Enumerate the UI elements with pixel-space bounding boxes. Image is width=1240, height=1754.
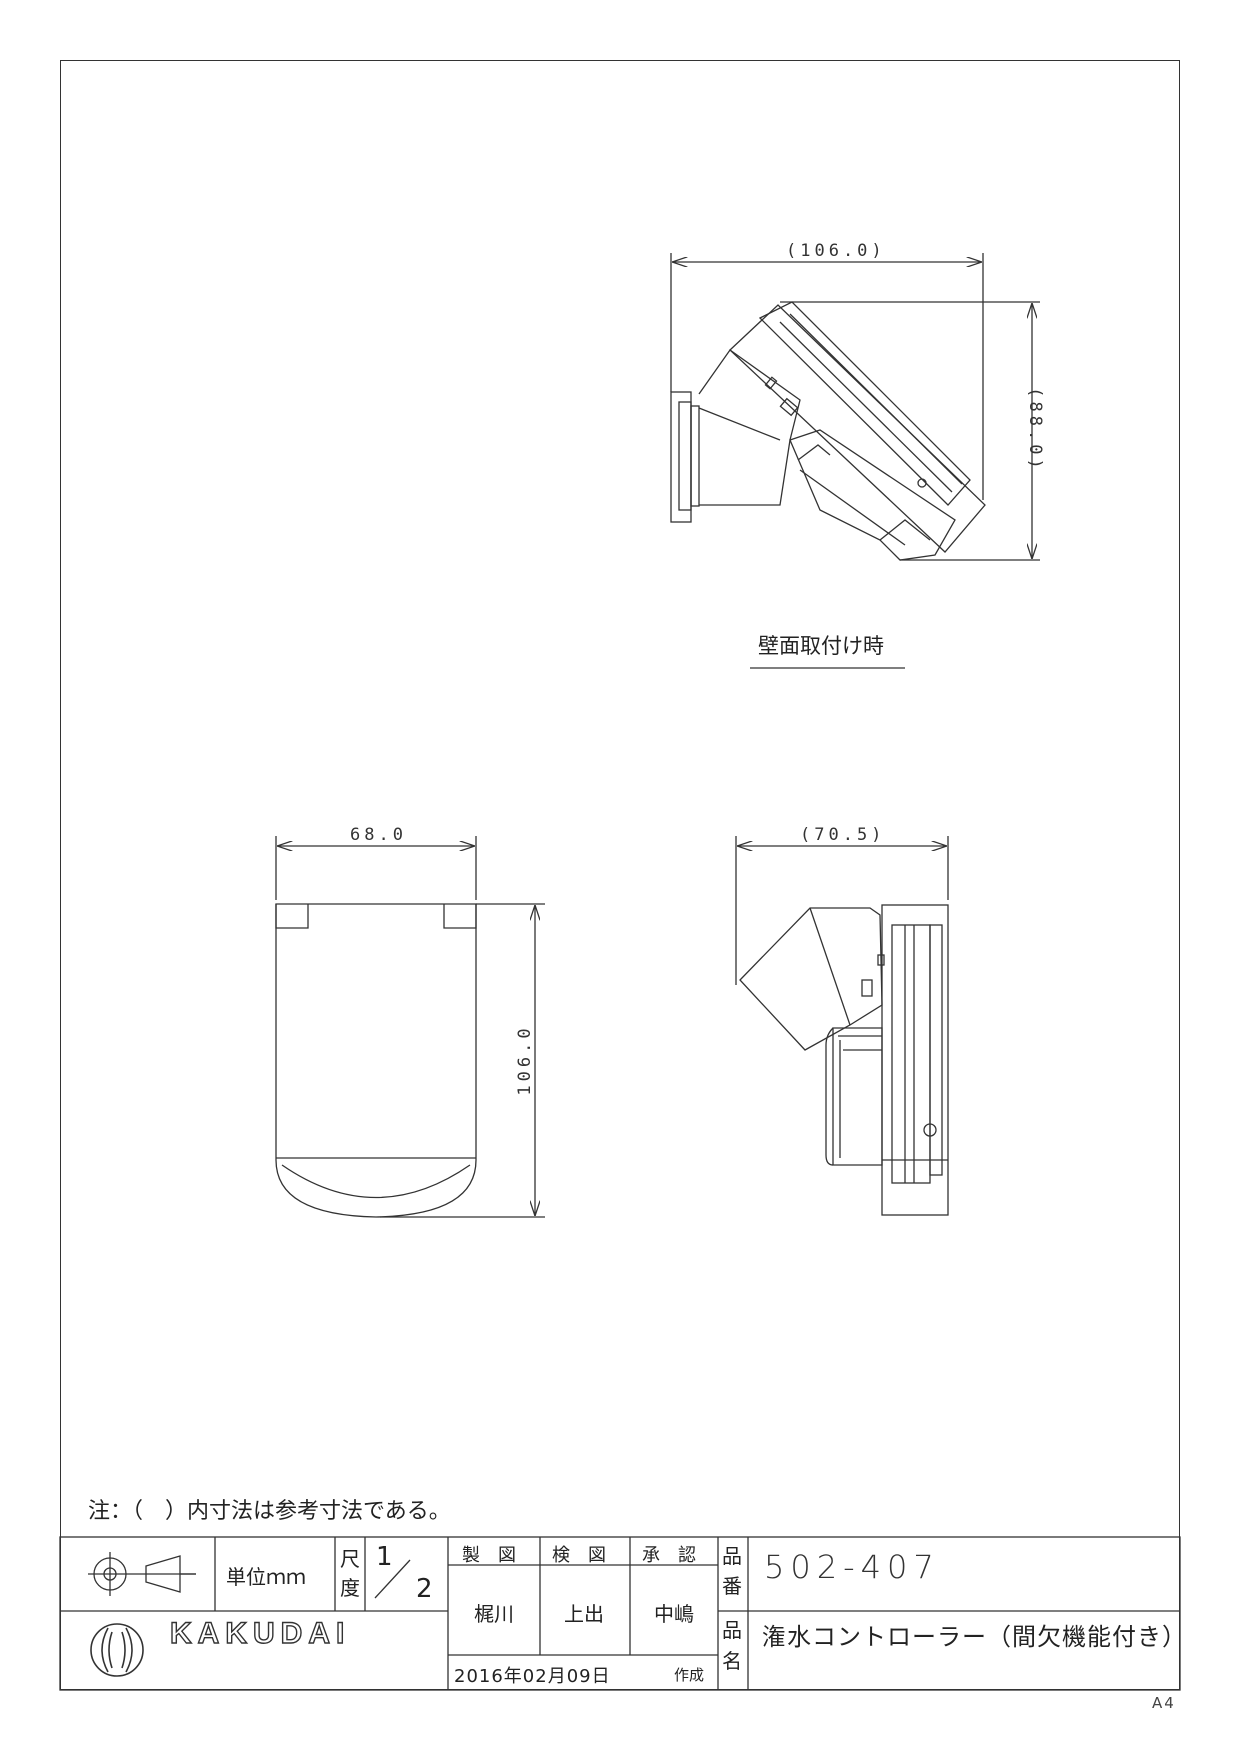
side-dim-width: (70.5): [800, 825, 885, 845]
wall-mount-caption: 壁面取付け時: [758, 634, 884, 658]
unit-label: 単位ｍｍ: [226, 1565, 306, 1589]
part-no-label-2: 番: [722, 1574, 742, 1598]
drawn-label: 製 図: [462, 1545, 516, 1566]
wall-dim-width: (106.0): [786, 241, 886, 261]
created-label: 作成: [674, 1666, 705, 1684]
scale-numerator: 1: [376, 1542, 393, 1572]
part-name: 潅水コントローラー（間欠機能付き）: [762, 1623, 1187, 1651]
front-view: [275, 836, 545, 1218]
checked-by: 上出: [564, 1602, 604, 1626]
checked-label: 検 図: [552, 1545, 606, 1566]
front-dim-height: 106.0: [515, 1024, 535, 1095]
company-name: KAKUDAI: [169, 1616, 351, 1650]
sheet-size: A4: [1152, 1694, 1176, 1712]
kakudai-logo-icon: [90, 1623, 144, 1677]
part-number: 502-407: [764, 1548, 940, 1586]
approved-label: 承 認: [642, 1545, 696, 1566]
reference-note: 注：（ ）内寸法は参考寸法である。: [88, 1499, 451, 1524]
drawn-by: 梶川: [474, 1602, 514, 1626]
front-dim-width: 68.0: [350, 825, 407, 845]
scale-denominator: 2: [416, 1574, 433, 1604]
scale-label-2: 度: [340, 1576, 360, 1600]
wall-dim-height: (88.0): [1025, 387, 1045, 472]
part-no-label-1: 品: [722, 1544, 742, 1568]
scale-label-1: 尺: [340, 1547, 360, 1571]
wall-mount-view: [670, 253, 1040, 561]
title-block: [59, 1536, 1181, 1691]
part-name-label-2: 名: [722, 1649, 742, 1673]
side-view: [735, 836, 949, 1216]
approved-by: 中嶋: [654, 1602, 694, 1626]
drawing-date: 2016年02月09日: [454, 1666, 611, 1687]
part-name-label-1: 品: [722, 1618, 742, 1642]
third-angle-projection-icon: [88, 1552, 196, 1596]
